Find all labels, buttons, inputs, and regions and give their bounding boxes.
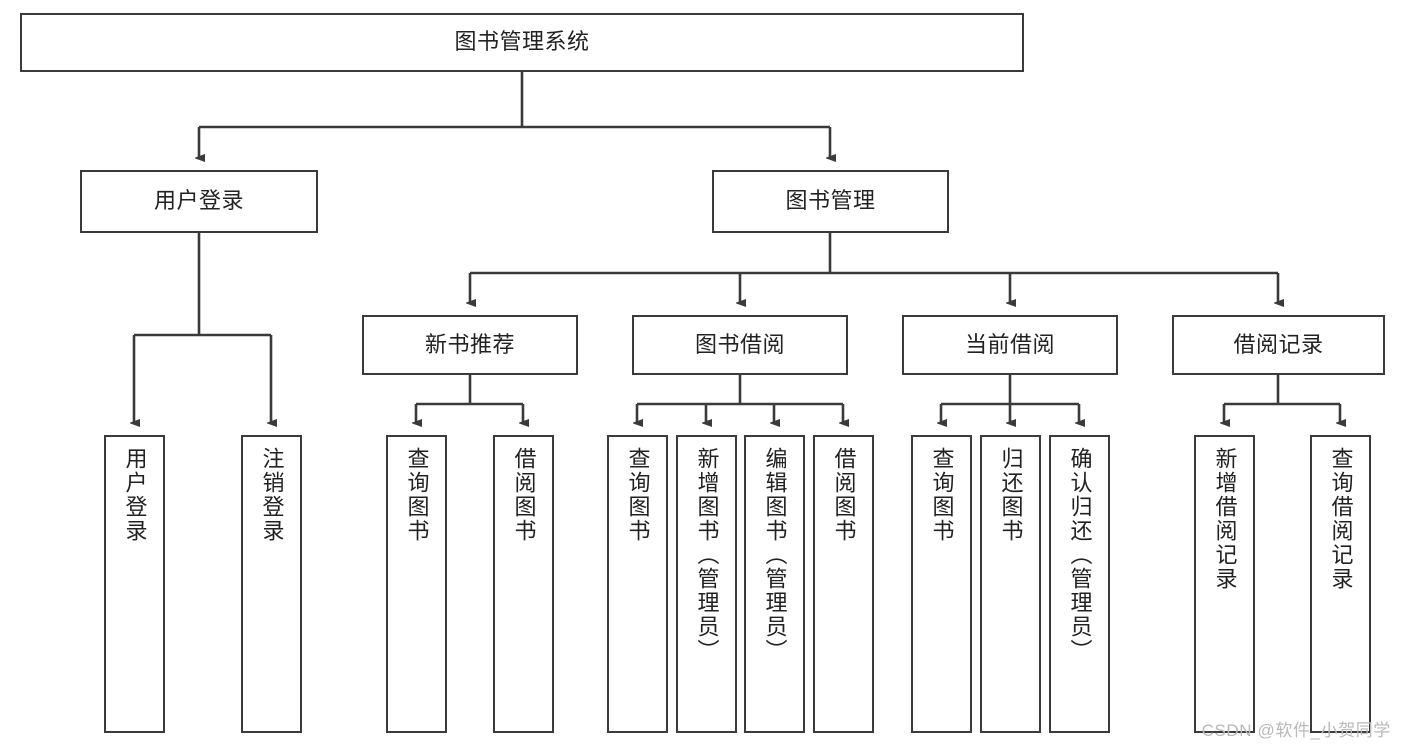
node-leaf-recommend-borrow-book-label: 借阅图书 xyxy=(511,447,537,543)
node-leaf-borrow-query-book-label: 查询图书 xyxy=(625,447,651,543)
node-borrow-record[interactable]: 借阅记录 xyxy=(1172,315,1385,375)
node-new-book-recommend[interactable]: 新书推荐 xyxy=(362,315,578,375)
node-root-system[interactable]: 图书管理系统 xyxy=(20,13,1024,72)
node-leaf-borrow-query-book[interactable]: 查询图书 xyxy=(607,435,668,733)
node-leaf-borrow-borrow-book[interactable]: 借阅图书 xyxy=(813,435,874,733)
node-leaf-record-query-record[interactable]: 查询借阅记录 xyxy=(1310,435,1371,733)
node-user-login[interactable]: 用户登录 xyxy=(80,170,318,233)
node-root-system-label: 图书管理系统 xyxy=(454,29,590,55)
node-leaf-recommend-borrow-book[interactable]: 借阅图书 xyxy=(493,435,554,733)
node-book-management[interactable]: 图书管理 xyxy=(712,170,949,233)
node-leaf-current-return-book[interactable]: 归还图书 xyxy=(980,435,1041,733)
node-book-management-label: 图书管理 xyxy=(785,188,876,214)
node-leaf-record-add-record-label: 新增借阅记录 xyxy=(1212,447,1238,591)
node-leaf-recommend-query-book-label: 查询图书 xyxy=(404,447,430,543)
node-leaf-record-add-record[interactable]: 新增借阅记录 xyxy=(1194,435,1255,733)
node-leaf-borrow-borrow-book-label: 借阅图书 xyxy=(831,447,857,543)
node-leaf-current-return-book-label: 归还图书 xyxy=(998,447,1024,543)
node-leaf-current-confirm-return-admin[interactable]: 确认归还（管理员） xyxy=(1049,435,1110,733)
node-book-borrow-label: 图书借阅 xyxy=(694,331,785,357)
node-leaf-record-query-record-label: 查询借阅记录 xyxy=(1328,447,1354,591)
node-leaf-borrow-add-book-admin-label: 新增图书（管理员） xyxy=(694,447,720,663)
node-leaf-current-query-book[interactable]: 查询图书 xyxy=(911,435,972,733)
csdn-watermark: CSDN @软件_小贺同学 xyxy=(1201,721,1391,740)
node-leaf-current-confirm-return-admin-label: 确认归还（管理员） xyxy=(1067,447,1093,663)
node-new-book-recommend-label: 新书推荐 xyxy=(424,331,515,357)
node-leaf-user-login[interactable]: 用户登录 xyxy=(104,435,165,733)
node-book-borrow[interactable]: 图书借阅 xyxy=(632,315,848,375)
node-leaf-borrow-add-book-admin[interactable]: 新增图书（管理员） xyxy=(676,435,737,733)
node-leaf-user-logout-label: 注销登录 xyxy=(259,447,285,543)
node-user-login-label: 用户登录 xyxy=(153,188,244,214)
node-leaf-user-logout[interactable]: 注销登录 xyxy=(241,435,302,733)
node-current-borrow[interactable]: 当前借阅 xyxy=(902,315,1118,375)
node-current-borrow-label: 当前借阅 xyxy=(964,331,1055,357)
node-leaf-borrow-edit-book-admin-label: 编辑图书（管理员） xyxy=(762,447,788,663)
node-leaf-recommend-query-book[interactable]: 查询图书 xyxy=(386,435,447,733)
node-borrow-record-label: 借阅记录 xyxy=(1233,331,1324,357)
node-leaf-user-login-label: 用户登录 xyxy=(122,447,148,543)
node-leaf-borrow-edit-book-admin[interactable]: 编辑图书（管理员） xyxy=(744,435,805,733)
node-leaf-current-query-book-label: 查询图书 xyxy=(929,447,955,543)
